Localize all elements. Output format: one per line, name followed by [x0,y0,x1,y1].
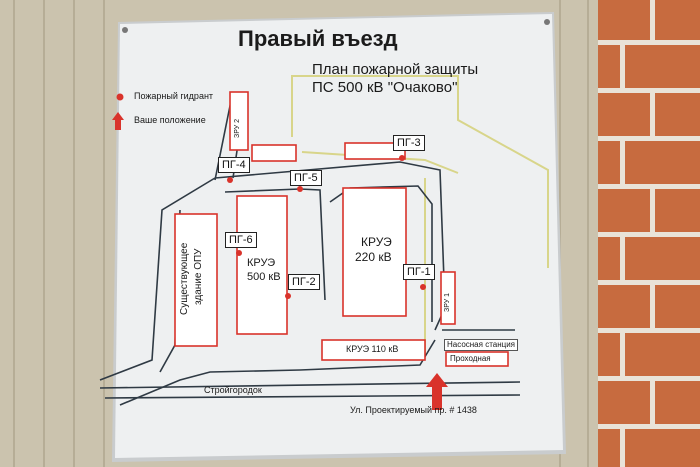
hydrant-label-pg2: ПГ-2 [288,274,320,290]
position-arrow-legend-icon [112,112,124,130]
hydrant-label-pg4: ПГ-4 [218,157,250,173]
hydrant-markers [227,155,426,299]
plan-title-line1: План пожарной защиты [312,61,479,78]
road-label-street: Ул. Проектируемый пр. # 1438 [350,405,477,415]
top-title: Правый въезд [238,26,398,51]
checkpoint-label: Проходная [450,354,491,363]
zru2-label: ЗРУ 2 [234,118,241,138]
you-are-here-arrow-icon [426,373,448,410]
existing-opu-label-line1: Существующее [179,242,190,315]
kruz-110-label: КРУЭ 110 кВ [346,344,399,354]
fence-line [291,75,549,268]
kruz-500-label-line1: КРУЭ [247,257,276,269]
building-outlines [174,91,509,367]
hydrant-label-pg3: ПГ-3 [393,135,425,151]
pump-station-label: Насосная станция [444,339,519,351]
legend-position-label: Ваше положение [134,115,206,125]
kruz-500-label-line2: 500 кВ [247,271,281,283]
zru1-label: ЗРУ 1 [444,292,451,312]
hydrant-label-pg6: ПГ-6 [225,232,257,248]
hydrant-label-pg5: ПГ-5 [290,170,322,186]
existing-opu-label-line2: здание ОПУ [193,248,204,305]
hydrant-label-pg1: ПГ-1 [403,264,435,280]
legend-hydrant-label: Пожарный гидрант [134,91,214,101]
hydrant-legend-icon [116,93,124,101]
brick-wall [598,0,700,467]
road-label-stroigorodok: Стройгородок [204,385,262,395]
plan-title-line2: ПС 500 кВ "Очаково" [312,79,458,96]
kruz-220-label-line2: 220 кВ [355,250,392,264]
kruz-220-label-line1: КРУЭ [361,235,392,249]
